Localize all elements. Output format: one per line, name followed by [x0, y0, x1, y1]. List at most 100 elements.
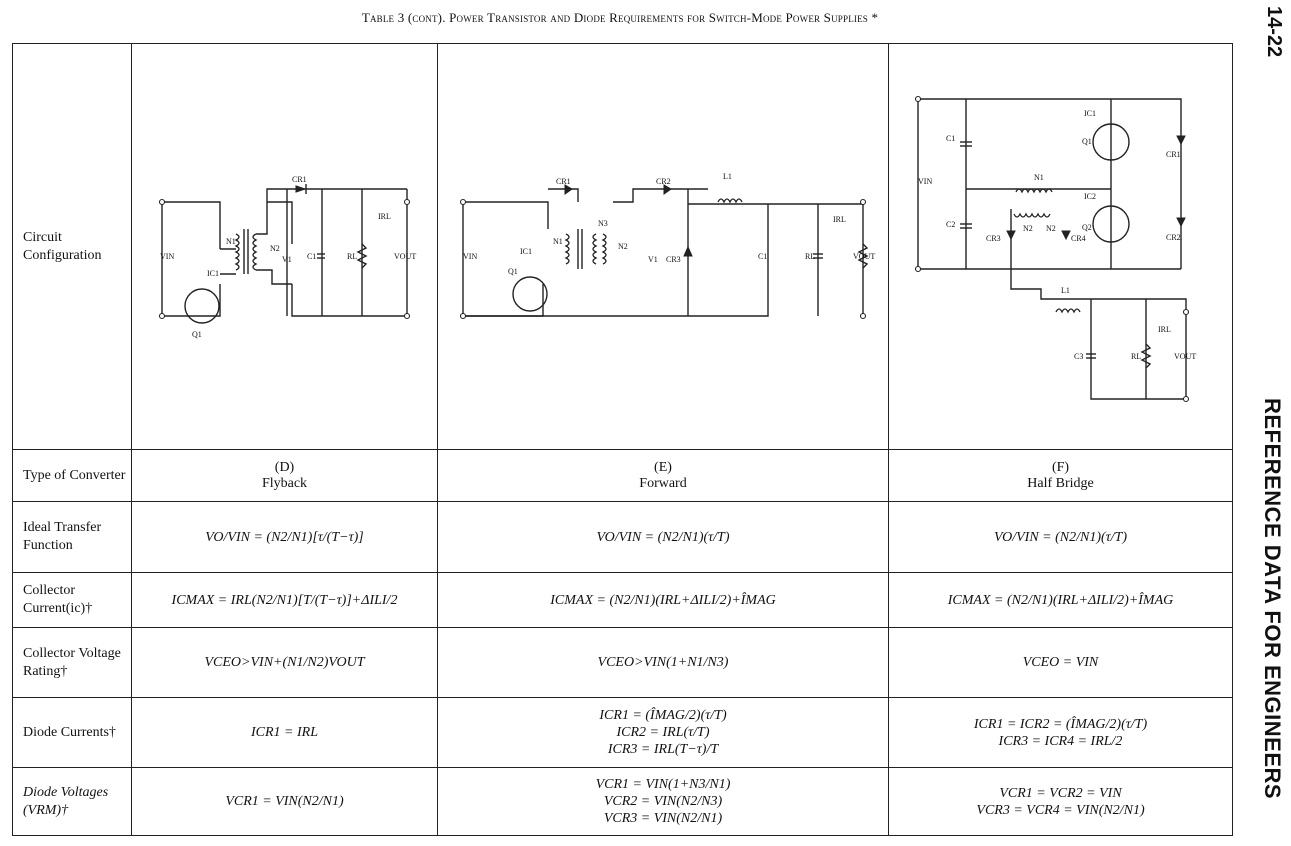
diode-voltage-line: VCR2 = VIN(N2/N3) — [603, 794, 723, 809]
requirements-table: Circuit Configuration — [12, 43, 1233, 836]
svg-text:IRL: IRL — [1158, 325, 1171, 334]
type-letter: (D) — [274, 459, 295, 475]
row-collector-current: Collector Current(ic)† ICMAX = IRL(N2/N1… — [12, 572, 1233, 628]
collector-voltage-flyback: VCEO>VIN+(N1/N2)VOUT — [131, 627, 438, 698]
row-label-collector-voltage: Collector Voltage Rating† — [12, 627, 132, 698]
collector-current-half-bridge: ICMAX = (N2/N1)(IRL+ΔILI/2)+ÎMAG — [888, 572, 1233, 628]
flyback-schematic: VIN N1 N2 IC1 Q1 CR1 V1 C1 RL IRL VOUT — [158, 175, 416, 339]
half-bridge-circuit: VIN C1 C2 IC1 IC2 Q1 Q2 CR1 CR2 N1 N2 N2… — [888, 43, 1233, 450]
row-label-collector-current: Collector Current(ic)† — [12, 572, 132, 628]
collector-current-flyback: ICMAX = IRL(N2/N1)[T/(T−τ)]+ΔILI/2 — [131, 572, 438, 628]
diode-voltage-line: VCR1 = VIN(1+N3/N1) — [595, 777, 731, 792]
svg-text:CR4: CR4 — [1071, 234, 1086, 243]
svg-text:RL: RL — [347, 252, 357, 261]
svg-text:IC2: IC2 — [1084, 192, 1096, 201]
row-label-type: Type of Converter — [12, 449, 132, 502]
svg-text:N2: N2 — [618, 242, 628, 251]
half-bridge-schematic: VIN C1 C2 IC1 IC2 Q1 Q2 CR1 CR2 N1 N2 N2… — [914, 95, 1196, 403]
section-side-title: REFERENCE DATA FOR ENGINEERS — [1260, 398, 1285, 800]
svg-text:IRL: IRL — [378, 212, 391, 221]
flyback-wires — [161, 188, 408, 317]
svg-text:L1: L1 — [723, 172, 732, 181]
diode-current-line: ICR1 = ICR2 = (ÎMAG/2)(τ/T) — [973, 716, 1148, 732]
type-cell-flyback: (D) Flyback — [131, 449, 438, 502]
row-label-diode-currents: Diode Currents† — [12, 697, 132, 768]
collector-voltage-forward: VCEO>VIN(1+N1/N3) — [437, 627, 889, 698]
svg-text:CR1: CR1 — [1166, 150, 1181, 159]
svg-text:CR1: CR1 — [556, 177, 571, 186]
type-cell-half-bridge: (F) Half Bridge — [888, 449, 1233, 502]
type-letter: (E) — [654, 459, 672, 475]
row-type: Type of Converter (D) Flyback (E) Forwar… — [12, 449, 1233, 502]
row-label-transfer: Ideal Transfer Function — [12, 501, 132, 573]
svg-text:C1: C1 — [946, 134, 955, 143]
svg-text:VOUT: VOUT — [394, 252, 416, 261]
svg-text:CR1: CR1 — [292, 175, 307, 184]
svg-text:VOUT: VOUT — [1174, 352, 1196, 361]
row-transfer: Ideal Transfer Function VO/VIN = (N2/N1)… — [12, 501, 1233, 573]
collector-current-forward: ICMAX = (N2/N1)(IRL+ΔILI/2)+ÎMAG — [437, 572, 889, 628]
diode-voltage-line: VCR3 = VIN(N2/N1) — [603, 811, 723, 826]
svg-text:Q1: Q1 — [508, 267, 518, 276]
type-cell-forward: (E) Forward — [437, 449, 889, 502]
svg-text:V1: V1 — [648, 255, 658, 264]
diode-currents-half-bridge: ICR1 = ICR2 = (ÎMAG/2)(τ/T) ICR3 = ICR4 … — [888, 697, 1233, 768]
svg-text:N1: N1 — [1034, 173, 1044, 182]
type-name: Forward — [639, 475, 687, 491]
row-diode-currents: Diode Currents† ICR1 = IRL ICR1 = (ÎMAG/… — [12, 697, 1233, 768]
svg-text:C3: C3 — [1074, 352, 1083, 361]
type-letter: (F) — [1051, 459, 1070, 475]
forward-circuit: VIN CR1 N1 N2 N3 IC1 Q1 CR2 L1 V1 CR3 C1… — [437, 43, 889, 450]
diode-voltage-line: VCR1 = VIN(N2/N1) — [225, 794, 344, 809]
diode-currents-flyback: ICR1 = IRL — [131, 697, 438, 768]
svg-text:VIN: VIN — [918, 177, 932, 186]
row-collector-voltage: Collector Voltage Rating† VCEO>VIN+(N1/N… — [12, 627, 1233, 698]
svg-text:N2: N2 — [270, 244, 280, 253]
svg-text:CR2: CR2 — [656, 177, 671, 186]
svg-text:N2: N2 — [1046, 224, 1056, 233]
svg-text:N1: N1 — [553, 237, 563, 246]
diode-voltages-half-bridge: VCR1 = VCR2 = VIN VCR3 = VCR4 = VIN(N2/N… — [888, 767, 1233, 836]
svg-text:CR2: CR2 — [1166, 233, 1181, 242]
svg-text:RL: RL — [805, 252, 815, 261]
transfer-flyback: VO/VIN = (N2/N1)[τ/(T−τ)] — [131, 501, 438, 573]
svg-text:IC1: IC1 — [520, 247, 532, 256]
svg-text:IRL: IRL — [833, 215, 846, 224]
svg-text:IC1: IC1 — [1084, 109, 1096, 118]
svg-text:N2: N2 — [1023, 224, 1033, 233]
diode-voltages-forward: VCR1 = VIN(1+N3/N1) VCR2 = VIN(N2/N3) VC… — [437, 767, 889, 836]
collector-voltage-half-bridge: VCEO = VIN — [888, 627, 1233, 698]
transfer-forward: VO/VIN = (N2/N1)(τ/T) — [437, 501, 889, 573]
svg-text:Q1: Q1 — [1082, 137, 1092, 146]
svg-text:N1: N1 — [226, 237, 236, 246]
svg-text:VIN: VIN — [463, 252, 477, 261]
diode-voltages-flyback: VCR1 = VIN(N2/N1) — [131, 767, 438, 836]
type-name: Flyback — [261, 475, 308, 491]
svg-text:L1: L1 — [1061, 286, 1070, 295]
diode-current-line: ICR2 = IRL(τ/T) — [616, 725, 710, 740]
diode-voltage-line: VCR1 = VCR2 = VIN — [999, 785, 1122, 801]
svg-text:IC1: IC1 — [207, 269, 219, 278]
svg-text:Q1: Q1 — [192, 330, 202, 339]
row-label-diode-voltages: Diode Voltages (VRM)† — [12, 767, 132, 836]
svg-text:N3: N3 — [598, 219, 608, 228]
diode-current-line: ICR3 = IRL(T−τ)/T — [607, 742, 719, 757]
svg-text:VOUT: VOUT — [853, 252, 875, 261]
svg-text:C1: C1 — [307, 252, 316, 261]
flyback-circuit: VIN N1 N2 IC1 Q1 CR1 V1 C1 RL IRL VOUT — [131, 43, 438, 450]
svg-text:CR3: CR3 — [666, 255, 681, 264]
svg-text:RL: RL — [1131, 352, 1141, 361]
diode-currents-forward: ICR1 = (ÎMAG/2)(τ/T) ICR2 = IRL(τ/T) ICR… — [437, 697, 889, 768]
svg-text:V1: V1 — [282, 255, 292, 264]
svg-text:Q2: Q2 — [1082, 223, 1092, 232]
diode-voltage-line: VCR3 = VCR4 = VIN(N2/N1) — [976, 802, 1145, 818]
diode-current-line: ICR1 = IRL — [251, 725, 318, 740]
row-diode-voltages: Diode Voltages (VRM)† VCR1 = VIN(N2/N1) … — [12, 767, 1233, 836]
diode-current-line: ICR1 = (ÎMAG/2)(τ/T) — [599, 708, 727, 723]
diode-current-line: ICR3 = ICR4 = IRL/2 — [998, 733, 1123, 749]
page-number: 14-22 — [1263, 6, 1285, 58]
type-name: Half Bridge — [1027, 475, 1094, 491]
table-title: Table 3 (cont). Power Transistor and Dio… — [361, 10, 879, 25]
svg-text:CR3: CR3 — [986, 234, 1001, 243]
row-circuit: Circuit Configuration — [12, 43, 1233, 450]
